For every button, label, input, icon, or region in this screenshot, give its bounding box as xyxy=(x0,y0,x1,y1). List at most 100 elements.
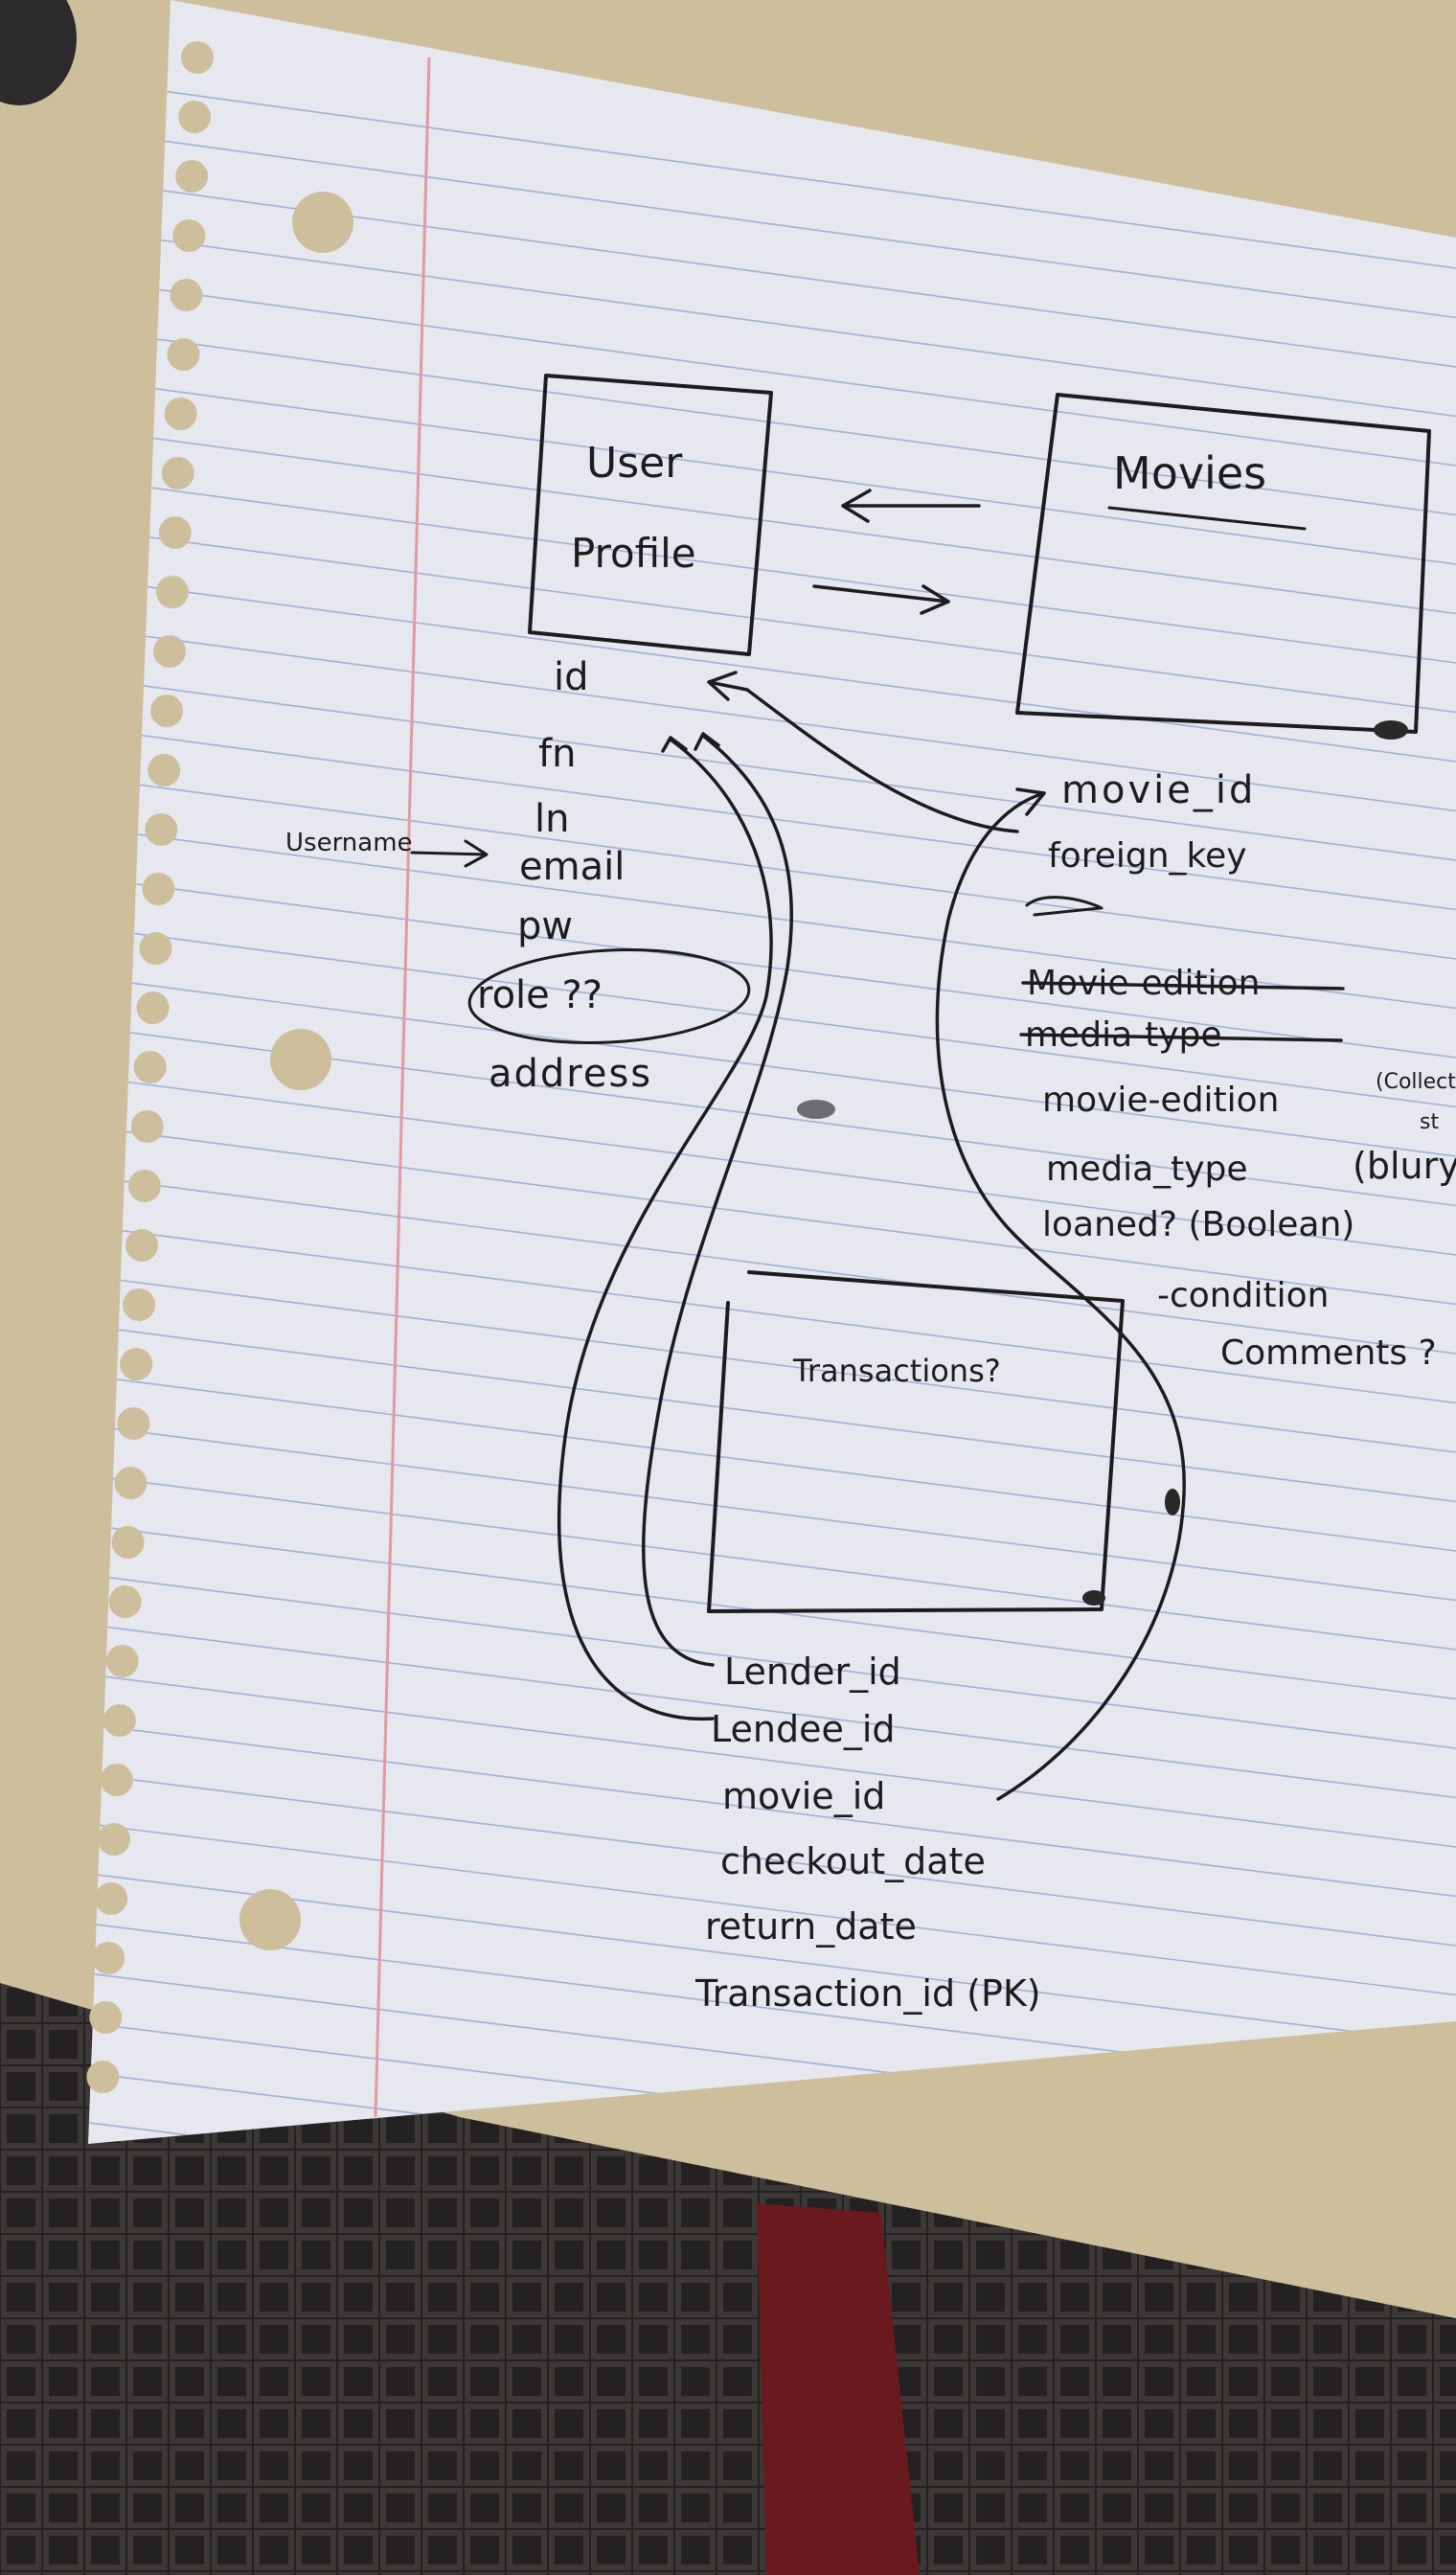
movies-fields: movie_idforeign_keyMovie-editionmedia-ty… xyxy=(1019,768,1437,1373)
spiral-hole xyxy=(167,338,200,371)
movie-field: media_type xyxy=(1046,1150,1248,1189)
user-field: pw xyxy=(517,904,573,948)
spiral-hole xyxy=(178,101,212,133)
blury-note: (blury xyxy=(1353,1145,1456,1187)
rule-line xyxy=(88,1470,1456,1651)
rule-line xyxy=(88,424,1456,615)
ink-smudge xyxy=(1374,720,1408,740)
movie-field: Comments ? xyxy=(1220,1333,1437,1373)
movies-box xyxy=(1015,393,1431,734)
curve-lendee-to-user xyxy=(557,738,773,1721)
spiral-hole xyxy=(161,457,194,490)
user-field: role ?? xyxy=(477,973,603,1017)
rule-line xyxy=(88,1122,1456,1306)
rule-line xyxy=(88,1072,1456,1256)
movie-field: movie-edition xyxy=(1042,1081,1280,1120)
rule-line xyxy=(88,1271,1456,1453)
spiral-hole xyxy=(155,576,189,608)
ink-smudge xyxy=(797,1100,835,1119)
carpet-floor xyxy=(0,1983,1456,2575)
user-field: id xyxy=(554,655,589,699)
rule-line xyxy=(88,823,1456,1010)
user-field: address xyxy=(489,1052,652,1096)
spiral-hole xyxy=(164,398,197,430)
rule-line xyxy=(88,723,1456,911)
strike-through xyxy=(1021,981,1345,991)
binder-hole xyxy=(292,192,353,253)
strike-through xyxy=(1019,1033,1343,1042)
spiral-perforations xyxy=(86,41,214,2093)
rule-line xyxy=(88,773,1456,960)
spiral-hole xyxy=(111,1526,145,1559)
scribble-out xyxy=(1025,896,1103,917)
red-object xyxy=(757,2203,920,2575)
role-circle xyxy=(467,947,751,1045)
rule-line xyxy=(88,673,1456,861)
spiral-hole xyxy=(102,1704,136,1737)
username-arrow xyxy=(410,839,489,868)
spiral-hole xyxy=(127,1170,161,1202)
spiral-hole xyxy=(114,1467,148,1499)
user-field: fn xyxy=(538,732,576,776)
binder-hole xyxy=(270,1029,331,1090)
spiral-hole xyxy=(142,873,175,905)
spiral-hole xyxy=(117,1407,150,1440)
rule-line xyxy=(88,1670,1456,1848)
rule-line xyxy=(88,1819,1456,1996)
rule-line xyxy=(88,76,1456,269)
rule-line xyxy=(88,1620,1456,1799)
spiral-hole xyxy=(136,991,170,1024)
collection-note: (Collect xyxy=(1376,1070,1456,1094)
rule-line xyxy=(88,1421,1456,1602)
spiral-hole xyxy=(150,695,184,727)
transaction-field: checkout_date xyxy=(720,1840,986,1882)
rule-line xyxy=(88,574,1456,763)
transaction-field: return_date xyxy=(705,1905,917,1948)
transactions-box xyxy=(707,1270,1125,1613)
rule-line xyxy=(88,1371,1456,1552)
movies-title-underline xyxy=(1107,506,1307,531)
arrow-movies-to-user xyxy=(841,489,981,523)
movie-field: -condition xyxy=(1157,1276,1329,1315)
arrow-user-to-movies xyxy=(812,584,950,615)
rule-line xyxy=(88,125,1456,319)
binder-hole xyxy=(239,1889,301,1950)
arrowhead-lendee xyxy=(661,736,688,753)
spiral-hole xyxy=(98,1823,130,1856)
spiral-hole xyxy=(125,1229,158,1262)
user-profile-box xyxy=(528,374,773,656)
rule-line xyxy=(88,325,1456,516)
rule-line xyxy=(88,1321,1456,1503)
rule-line xyxy=(88,1570,1456,1749)
spiral-hole xyxy=(139,932,172,965)
spiral-hole xyxy=(89,2001,123,2034)
user-field: ln xyxy=(535,797,569,841)
spiral-hole xyxy=(105,1645,139,1677)
movie-field: loaned? (Boolean) xyxy=(1042,1205,1354,1244)
spiral-hole xyxy=(148,754,181,786)
transaction-field: Transaction_id (PK) xyxy=(694,1972,1041,2015)
rule-line xyxy=(88,2068,1456,2144)
username-annotation: Username xyxy=(285,829,413,857)
transaction-field: movie_id xyxy=(722,1775,885,1817)
rule-line xyxy=(88,275,1456,467)
movie-field: foreign_key xyxy=(1048,836,1247,876)
spiral-hole xyxy=(108,1585,142,1618)
spiral-hole xyxy=(145,813,178,846)
rule-line xyxy=(88,175,1456,368)
rule-line xyxy=(88,1221,1456,1404)
transactions-fields: Lender_idLendee_idmovie_idcheckout_dater… xyxy=(694,1651,1041,2015)
spiral-hole xyxy=(92,1942,125,1974)
ink-smudge xyxy=(1082,1590,1105,1606)
user-profile-title-line1: User xyxy=(586,439,683,488)
transaction-field: Lender_id xyxy=(724,1651,901,1693)
curve-tx-movie-to-movies xyxy=(935,787,1186,1801)
rule-line xyxy=(88,1172,1456,1355)
dark-object-corner xyxy=(0,0,77,105)
ink-smudge xyxy=(1165,1489,1180,1515)
transactions-title: Transactions? xyxy=(792,1353,1001,1389)
rule-line xyxy=(88,1720,1456,1898)
spiral-hole xyxy=(175,160,209,193)
rule-line xyxy=(88,225,1456,418)
